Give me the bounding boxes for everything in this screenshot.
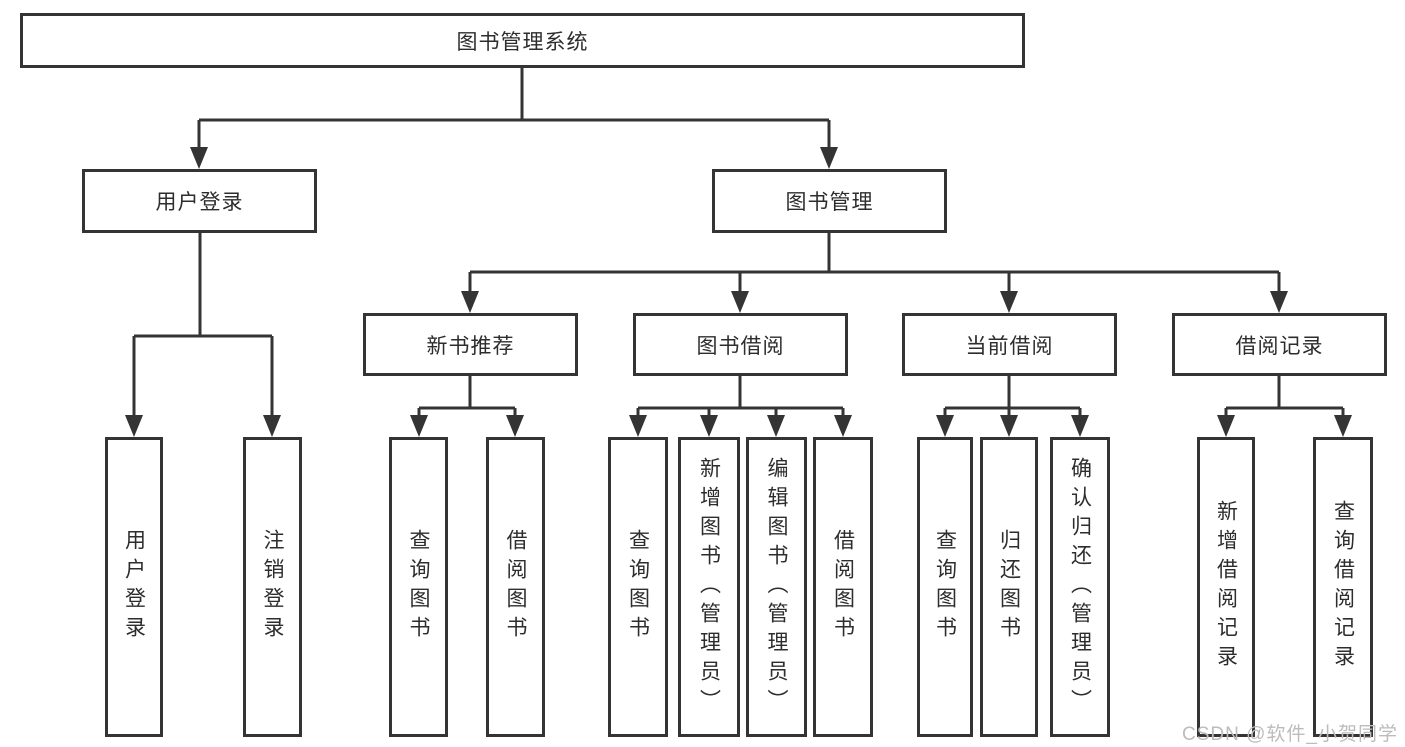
leaf-borrowing-edit-book-admin-label: 编辑图书（管理员） (765, 456, 788, 718)
arrowhead (1334, 415, 1352, 437)
leaf-borrowing-edit-book-admin: 编辑图书（管理员） (746, 437, 807, 737)
arrowhead (1217, 415, 1235, 437)
leaf-current-return-book-label: 归还图书 (997, 529, 1021, 645)
connector-login-group (132, 233, 274, 417)
arrowhead (1071, 415, 1089, 437)
leaf-current-query-book: 查询图书 (917, 437, 973, 737)
leaf-user-login-label: 用户登录 (122, 529, 146, 645)
node-book-management: 图书管理 (712, 169, 947, 233)
node-user-login: 用户登录 (82, 169, 317, 233)
arrowhead (1000, 291, 1018, 313)
node-book-management-label: 图书管理 (785, 191, 874, 214)
arrowhead (410, 415, 428, 437)
leaf-newbook-query-book-label: 查询图书 (407, 529, 430, 645)
node-current-borrowing-label: 当前借阅 (965, 334, 1054, 358)
leaf-user-login: 用户登录 (105, 437, 163, 737)
connector-newbook-group (417, 376, 517, 417)
arrowhead (506, 415, 524, 437)
arrowhead (629, 415, 647, 437)
node-book-borrowing-label: 图书借阅 (696, 334, 785, 358)
node-borrow-records-label: 借阅记录 (1235, 334, 1324, 358)
leaf-records-add-record-label: 新增借阅记录 (1214, 500, 1238, 674)
arrowhead (834, 415, 852, 437)
leaf-records-query-record-label: 查询借阅记录 (1331, 500, 1355, 674)
leaf-borrowing-add-book-admin: 新增图书（管理员） (678, 437, 740, 737)
arrowhead (820, 147, 838, 169)
connector-records-group (1224, 376, 1345, 417)
arrowhead (936, 415, 954, 437)
csdn-watermark: CSDN @软件_小贺同学 (1182, 724, 1398, 745)
connector-group (132, 68, 1345, 417)
node-borrow-records: 借阅记录 (1172, 313, 1387, 376)
leaf-borrowing-borrow-book-label: 借阅图书 (831, 529, 855, 645)
arrowhead (767, 415, 785, 437)
leaf-records-add-record: 新增借阅记录 (1197, 437, 1255, 737)
arrowhead (1270, 291, 1288, 313)
leaf-newbook-query-book: 查询图书 (389, 437, 448, 737)
leaf-borrowing-add-book-admin-label: 新增图书（管理员） (697, 456, 721, 718)
arrowheads (125, 147, 1352, 437)
node-new-book-recommend: 新书推荐 (363, 313, 578, 376)
leaf-current-confirm-return-admin: 确认归还（管理员） (1050, 437, 1110, 737)
leaf-newbook-borrow-book: 借阅图书 (486, 437, 545, 737)
leaf-current-return-book: 归还图书 (980, 437, 1038, 737)
leaf-records-query-record: 查询借阅记录 (1313, 437, 1373, 737)
node-library-system-label: 图书管理系统 (456, 30, 589, 54)
leaf-current-confirm-return-admin-label: 确认归还（管理员） (1068, 456, 1092, 718)
leaf-logout-label: 注销登录 (261, 529, 284, 645)
arrowhead (190, 147, 208, 169)
node-current-borrowing: 当前借阅 (902, 313, 1117, 376)
connector-borrowing-group (636, 376, 845, 417)
arrowhead (125, 415, 143, 437)
node-book-borrowing: 图书借阅 (633, 313, 848, 376)
leaf-logout: 注销登录 (243, 437, 302, 737)
leaf-current-query-book-label: 查询图书 (933, 529, 957, 645)
leaf-borrowing-query-book-label: 查询图书 (626, 529, 650, 645)
node-library-system: 图书管理系统 (20, 13, 1025, 68)
arrowhead (263, 415, 281, 437)
node-user-login-label: 用户登录 (155, 191, 244, 214)
connector-root (197, 68, 831, 149)
leaf-borrowing-query-book: 查询图书 (608, 437, 668, 737)
leaf-newbook-borrow-book-label: 借阅图书 (504, 529, 527, 645)
arrowhead (700, 415, 718, 437)
arrowhead (1000, 415, 1018, 437)
node-new-book-recommend-label: 新书推荐 (426, 334, 515, 358)
arrowhead (461, 291, 479, 313)
connector-current-group (943, 376, 1082, 417)
arrowhead (731, 291, 749, 313)
leaf-borrowing-borrow-book: 借阅图书 (813, 437, 873, 737)
connector-mgmt (468, 233, 1281, 293)
